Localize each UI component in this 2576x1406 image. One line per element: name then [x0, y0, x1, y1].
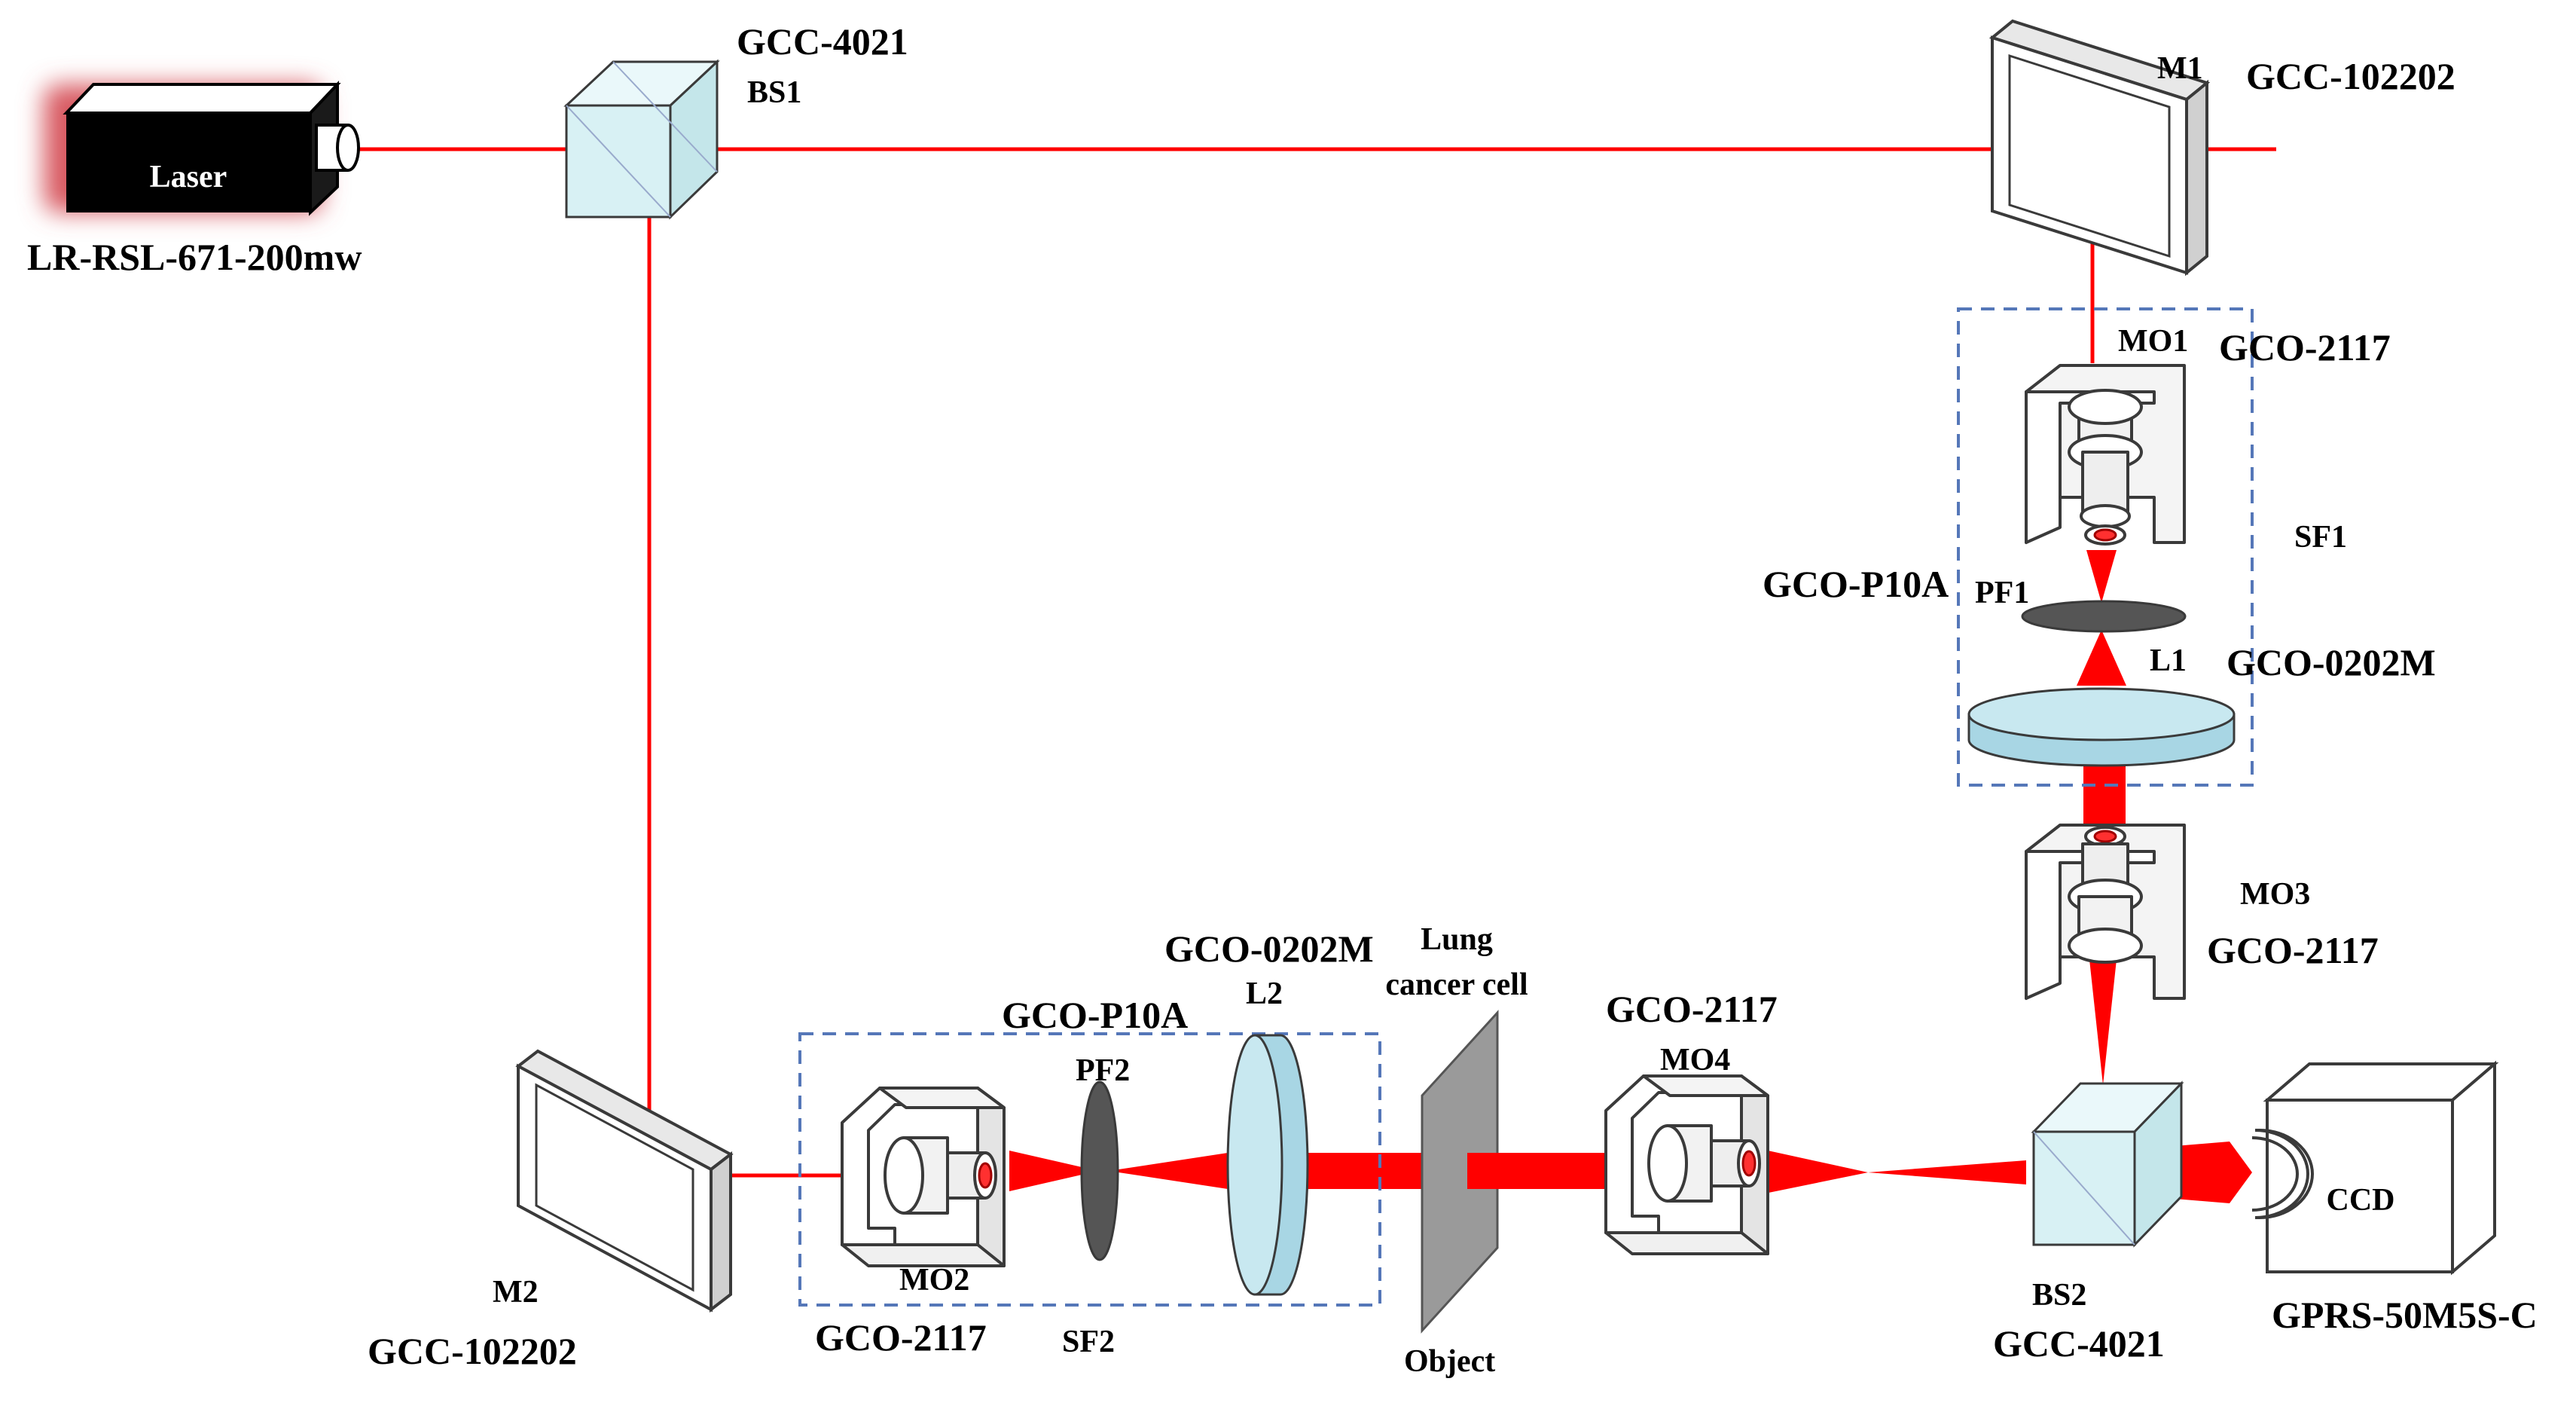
mo4-name: MO4: [1660, 1043, 1730, 1077]
object-name: Object: [1404, 1344, 1495, 1379]
bs1-model: GCC-4021: [737, 20, 908, 63]
sample-line2: cancer cell: [1385, 967, 1528, 1002]
bs2-model: GCC-4021: [1993, 1322, 2165, 1365]
laser-body: [66, 113, 310, 212]
pf2-model: GCO-P10A: [1002, 994, 1188, 1036]
sf2-name: SF2: [1062, 1325, 1115, 1359]
beam-splitter-bs2: [2031, 1080, 2184, 1248]
beam-sf1-diverge: [2077, 630, 2126, 686]
l2-name: L2: [1246, 977, 1283, 1011]
objective-mo4: [1604, 1074, 1769, 1255]
labels: Laser LR-RSL-671-200mw GCC-4021 BS1 M1 G…: [27, 20, 2538, 1379]
m2-model: GCC-102202: [368, 1330, 577, 1372]
beam-mo3-focus: [2088, 946, 2118, 1085]
mo2-model: GCO-2117: [815, 1316, 987, 1359]
object-sample: [1421, 1010, 1499, 1334]
laser-model: LR-RSL-671-200mw: [27, 236, 362, 278]
ccd-lens-hood: [2254, 1129, 2314, 1219]
m1-name: M1: [2157, 51, 2203, 86]
spatial-filter-sf2-box: [798, 1032, 1381, 1307]
mirror-m1: [1988, 19, 2211, 277]
beam-after-object: [1467, 1153, 1606, 1189]
l1-name: L1: [2150, 643, 2187, 678]
mo2-name: MO2: [899, 1263, 969, 1297]
beam-splitter-bs1: [563, 59, 720, 220]
spatial-filter-sf1-box: [1957, 307, 2254, 787]
lens-l2: [1226, 1034, 1309, 1296]
ccd-model: GPRS-50M5S-C: [2272, 1294, 2538, 1336]
mo1-name: MO1: [2118, 324, 2188, 359]
pinhole-pf1: [2021, 600, 2187, 633]
objective-mo2: [841, 1087, 1006, 1267]
pf2-name: PF2: [1076, 1053, 1130, 1088]
laser-name: Laser: [150, 160, 227, 194]
mirror-m2: [515, 1049, 734, 1313]
pf1-name: PF1: [1975, 576, 2029, 610]
beam-paths: [354, 147, 2276, 1203]
ccd-name: CCD: [2327, 1183, 2395, 1218]
pinhole-pf2: [1080, 1080, 1119, 1261]
sf1-name: SF1: [2294, 520, 2347, 555]
l1-model: GCO-0202M: [2227, 641, 2436, 683]
mo1-model: GCO-2117: [2219, 326, 2391, 368]
m2-name: M2: [493, 1275, 539, 1310]
mo3-model: GCO-2117: [2207, 929, 2379, 971]
objective-mo3: [2025, 824, 2186, 1000]
pf1-model: GCO-P10A: [1763, 563, 1949, 605]
m1-model: GCC-102202: [2246, 55, 2455, 97]
objective-mo1: [2025, 364, 2186, 546]
mo3-name: MO3: [2240, 877, 2310, 912]
beam-bs2-in: [1868, 1160, 2026, 1184]
beam-mo4-focus: [1761, 1149, 1868, 1194]
mo4-model: GCO-2117: [1606, 988, 1778, 1030]
bs2-name: BS2: [2032, 1278, 2086, 1313]
beam-sf1-focus: [2086, 550, 2117, 603]
laser: [44, 80, 360, 216]
lens-l1: [1967, 687, 2236, 767]
sample-line1: Lung: [1421, 922, 1493, 957]
l2-model: GCO-0202M: [1164, 928, 1374, 970]
bs1-name: BS1: [747, 75, 801, 110]
ccd-camera: [2251, 1060, 2499, 1276]
beam-sf2-diverge: [1109, 1153, 1228, 1189]
beam-sf2-focus: [1009, 1151, 1098, 1191]
